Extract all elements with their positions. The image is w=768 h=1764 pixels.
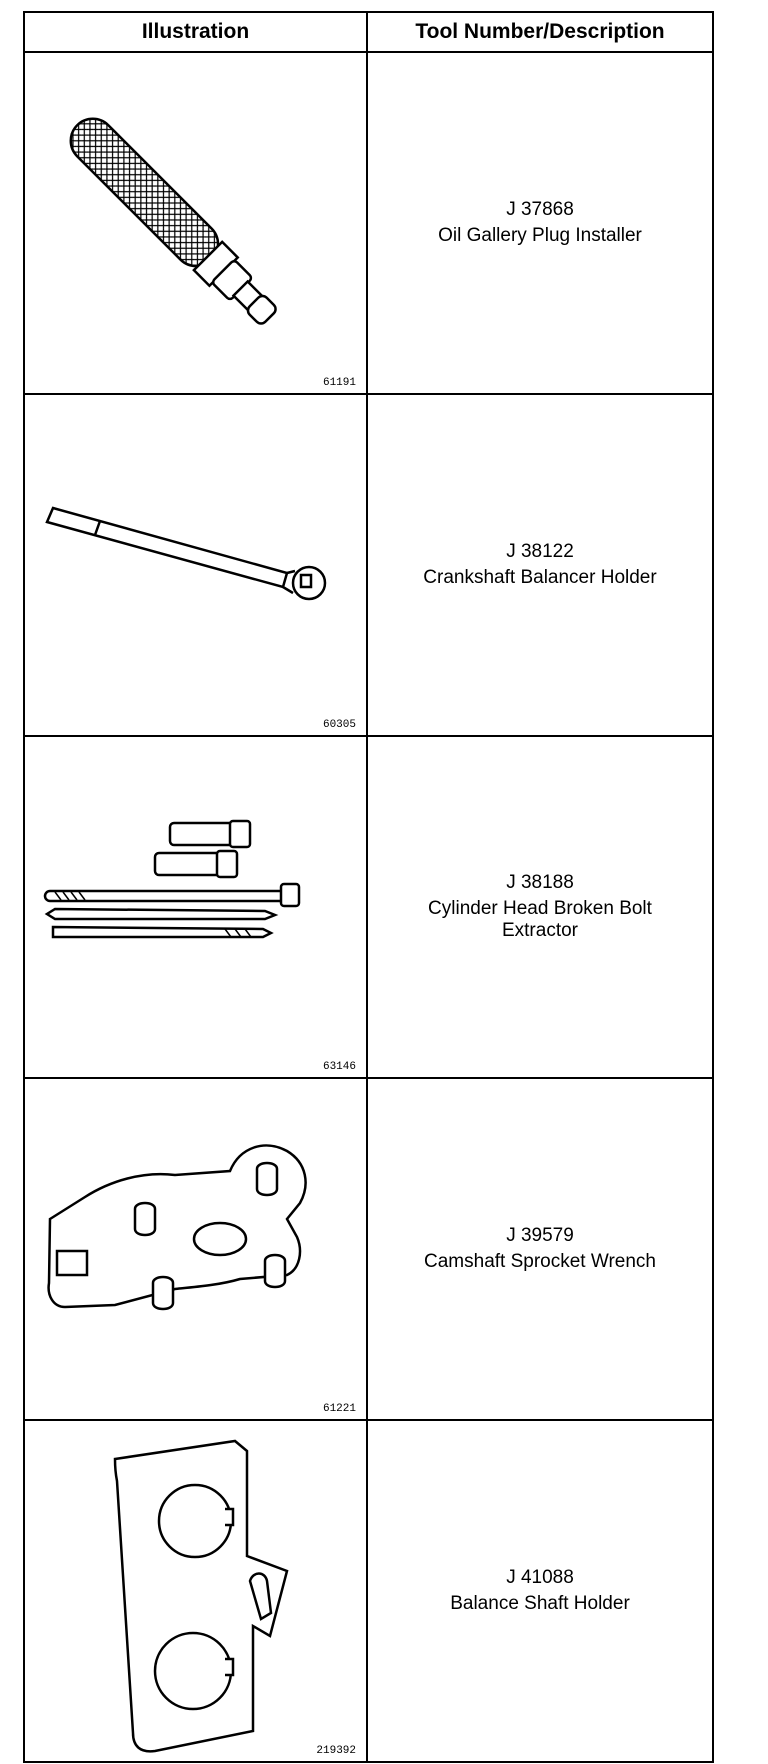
bolt-extractor-icon xyxy=(43,819,301,939)
illustration-cell: 219392 xyxy=(23,1419,368,1763)
table-row: 219392 J 41088 Balance Shaft Holder xyxy=(23,1419,714,1763)
illustration-cell: 63146 xyxy=(23,735,368,1079)
figure-number: 61191 xyxy=(322,377,356,389)
illustration-cell: 61221 xyxy=(23,1077,368,1421)
tool-name: Cylinder Head Broken Bolt Extractor xyxy=(428,898,652,941)
tool-number: J 37868 xyxy=(506,199,574,220)
tool-name: Crankshaft Balancer Holder xyxy=(423,567,657,588)
description-header: Tool Number/Description xyxy=(366,11,714,53)
figure-number: 61221 xyxy=(322,1403,356,1415)
tool-number: J 38122 xyxy=(506,541,574,562)
tool-name: Balance Shaft Holder xyxy=(450,1593,630,1614)
tool-number: J 38188 xyxy=(506,872,574,893)
figure-number: 219392 xyxy=(316,1745,356,1757)
figure-number: 63146 xyxy=(322,1061,356,1073)
table-row: 61191 J 37868 Oil Gallery Plug Installer xyxy=(23,51,714,395)
balance-shaft-holder-icon xyxy=(113,1439,289,1753)
crankshaft-balancer-holder-icon xyxy=(45,506,327,601)
tool-name: Oil Gallery Plug Installer xyxy=(438,225,642,246)
figure-number: 60305 xyxy=(322,719,356,731)
table-row: 60305 J 38122 Crankshaft Balancer Holder xyxy=(23,393,714,737)
camshaft-sprocket-wrench-icon xyxy=(47,1144,307,1311)
description-cell: J 38122 Crankshaft Balancer Holder xyxy=(366,393,714,737)
description-cell: J 39579 Camshaft Sprocket Wrench xyxy=(366,1077,714,1421)
tool-number: J 41088 xyxy=(506,1567,574,1588)
oil-gallery-plug-installer-icon xyxy=(69,117,277,325)
description-cell: J 37868 Oil Gallery Plug Installer xyxy=(366,51,714,395)
tool-table: Illustration Tool Number/Description xyxy=(23,11,714,1763)
table-row: 61221 J 39579 Camshaft Sprocket Wrench xyxy=(23,1077,714,1421)
header-row: Illustration Tool Number/Description xyxy=(23,11,714,53)
tool-name: Camshaft Sprocket Wrench xyxy=(424,1251,656,1272)
description-cell: J 41088 Balance Shaft Holder xyxy=(366,1419,714,1763)
illustration-header: Illustration xyxy=(23,11,368,53)
description-cell: J 38188 Cylinder Head Broken Bolt Extrac… xyxy=(366,735,714,1079)
tool-number: J 39579 xyxy=(506,1225,574,1246)
illustration-cell: 61191 xyxy=(23,51,368,395)
illustration-cell: 60305 xyxy=(23,393,368,737)
table-row: 63146 J 38188 Cylinder Head Broken Bolt … xyxy=(23,735,714,1079)
